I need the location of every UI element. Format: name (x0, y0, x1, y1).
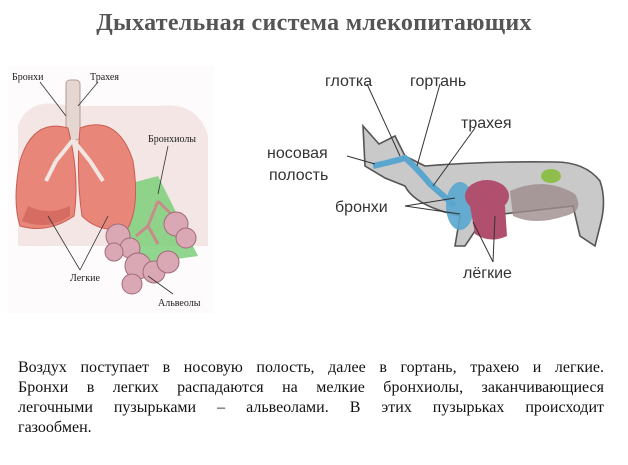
description-line-1: Воздух поступает в носовую полость, дале… (18, 359, 604, 376)
dog-organs (510, 184, 579, 221)
label-alveoli: Альвеолы (158, 298, 201, 309)
description-line-2: Бронхи в легких распадаются на мелкие бр… (18, 379, 604, 396)
label-bronchi: Бронхи (12, 72, 44, 83)
dog-leader-lines (346, 83, 496, 263)
lungs-diagram: Бронхи Трахея Бронхиолы Легкие Альвеолы (12, 72, 208, 309)
alveoli-clusters (104, 211, 197, 295)
lungs-leader-lines (39, 81, 174, 295)
left-lung-shading (22, 206, 70, 225)
bronchi-shape (44, 138, 105, 183)
label-lungs: Легкие (70, 273, 100, 284)
label-larynx: гортань (410, 73, 466, 90)
dog-illustration: глотка гортань трахея носовая полость бр… (255, 66, 625, 306)
label-trachea: Трахея (90, 72, 119, 83)
page-title: Дыхательная система млекопитающих (96, 10, 532, 36)
description-line-3: легочными пузырьками – альвеолами. В эти… (18, 399, 604, 416)
label-trachea-dog: трахея (461, 115, 512, 132)
description-text: Воздух поступает в носовую полость, дале… (18, 358, 604, 438)
label-lungs-dog: лёгкие (463, 265, 512, 282)
label-nasal-2: полость (269, 167, 328, 184)
label-pharynx: глотка (325, 73, 372, 90)
dog-organ-green (541, 169, 561, 183)
dog-diagram: глотка гортань трахея носовая полость бр… (267, 73, 605, 282)
description-line-4: газообмен. (18, 419, 92, 436)
dog-lung-lower (470, 200, 507, 240)
label-nasal-1: носовая (267, 145, 328, 162)
label-bronchioles: Бронхиолы (148, 134, 196, 145)
right-lung-shape (77, 124, 137, 230)
airway-shape (372, 154, 457, 209)
label-bronchi-dog: бронхи (335, 199, 388, 216)
lungs-illustration: Бронхи Трахея Бронхиолы Легкие Альвеолы (8, 66, 214, 313)
